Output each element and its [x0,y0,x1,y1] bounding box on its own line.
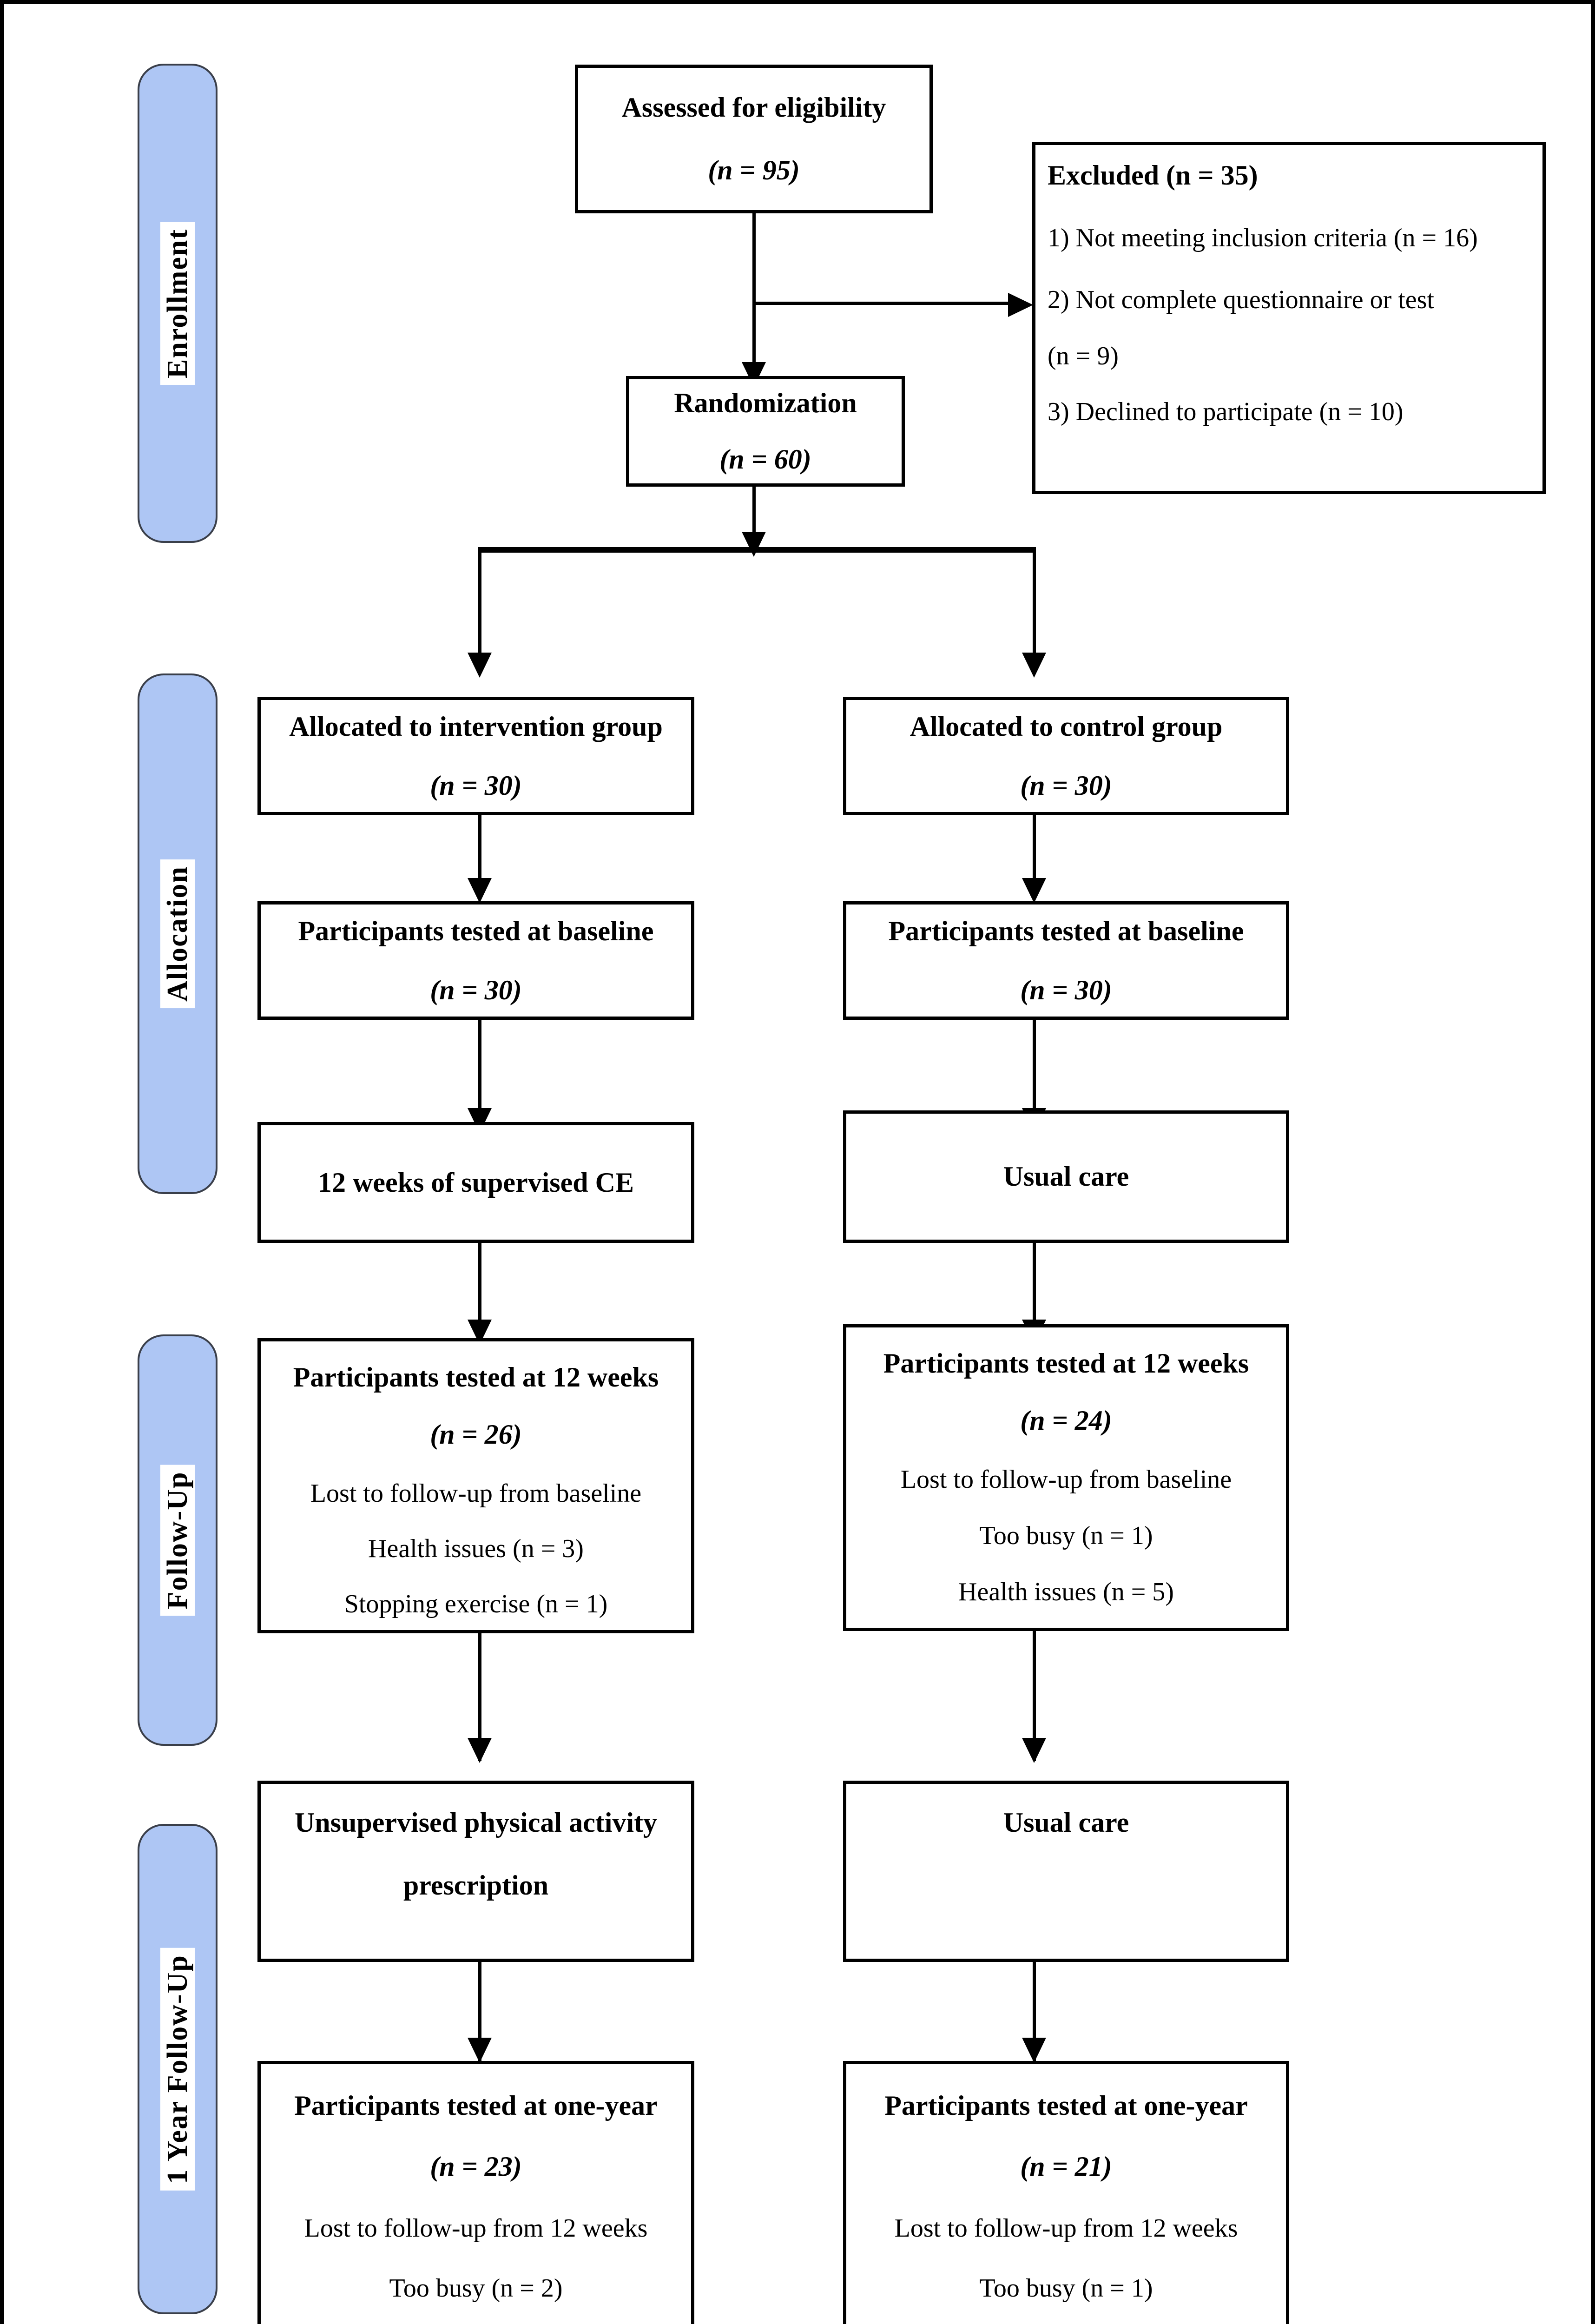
connector-treat-to-week12-right [1033,1243,1036,1343]
excluded-title: Excluded (n = 35) [1048,160,1258,191]
randomization-title: Randomization [674,388,857,418]
arrowhead-randomization-stem [742,532,766,557]
stage-pill-allocation: Allocation [138,673,218,1194]
box-treatment-control: Usual care [843,1110,1289,1243]
week12-intervention-title: Participants tested at 12 weeks [293,1362,659,1393]
oneyear-intervention-lost-header: Lost to follow-up from 12 weeks [304,2214,648,2243]
box-oneyear-control: Participants tested at one-year (n = 21)… [843,2061,1289,2324]
week12-intervention-lost-header: Lost to follow-up from baseline [310,1479,642,1508]
alloc-intervention-n: (n = 30) [430,770,522,801]
connector-split-left [478,550,481,672]
connector-alloc-to-baseline-left [478,815,481,899]
connector-split-bar [478,547,1036,553]
baseline-intervention-title: Participants tested at baseline [298,915,654,946]
week12-control-lost-item-1: Too busy (n = 1) [979,1521,1153,1550]
arrowhead-split-left [468,653,492,678]
stage-label-wrap-followup: Follow-Up [160,1465,195,1616]
arrowhead-week12-to-post-right [1022,1738,1046,1763]
week12-intervention-n: (n = 26) [430,1419,522,1450]
oneyear-control-lost-header: Lost to follow-up from 12 weeks [894,2214,1238,2243]
arrowhead-alloc-to-baseline-left [468,878,492,903]
box-excluded: Excluded (n = 35) 1) Not meeting inclusi… [1032,142,1546,494]
connector-week12-to-post-right [1033,1631,1036,1761]
connector-treat-to-week12-left [478,1243,481,1343]
stage-pill-year1: 1 Year Follow-Up [138,1824,218,2314]
post-control-title: Usual care [1003,1807,1129,1838]
box-oneyear-intervention: Participants tested at one-year (n = 23)… [257,2061,694,2324]
stage-label-wrap-year1: 1 Year Follow-Up [160,1948,195,2191]
connector-post-to-oneyear-right [1033,1962,1036,2062]
stage-label-followup: Follow-Up [160,1465,195,1616]
stage-label-allocation: Allocation [160,859,195,1009]
stage-label-enrollment: Enrollment [160,222,195,385]
connector-baseline-to-treat-right [1033,1020,1036,1130]
week12-intervention-lost-item-2: Stopping exercise (n = 1) [344,1589,608,1618]
excluded-reason-2: 2) Not complete questionnaire or test [1048,285,1434,314]
box-post-intervention: Unsupervised physical activity prescript… [257,1781,694,1962]
alloc-intervention-title: Allocated to intervention group [289,711,663,742]
box-post-control: Usual care [843,1781,1289,1962]
connector-alloc-to-baseline-right [1033,815,1036,899]
post-intervention-title-line2: prescription [403,1870,549,1901]
week12-intervention-lost-item-1: Health issues (n = 3) [368,1534,584,1563]
arrowhead-assessed-to-excluded [1008,293,1033,317]
excluded-reason-1: 1) Not meeting inclusion criteria (n = 1… [1048,224,1478,252]
week12-control-lost-item-2: Health issues (n = 5) [958,1577,1174,1606]
box-treatment-intervention: 12 weeks of supervised CE [257,1122,694,1243]
oneyear-intervention-lost-item-1: Too busy (n = 2) [389,2273,563,2303]
connector-assessed-to-excluded [754,302,1014,305]
assessed-title: Assessed for eligibility [621,92,886,123]
excluded-reason-3: 3) Declined to participate (n = 10) [1048,397,1404,427]
connector-baseline-to-treat-left [478,1020,481,1130]
arrowhead-week12-to-post-left [468,1738,492,1763]
baseline-control-title: Participants tested at baseline [888,915,1244,946]
week12-control-n: (n = 24) [1020,1405,1112,1436]
oneyear-intervention-n: (n = 23) [430,2151,522,2182]
box-randomization: Randomization (n = 60) [626,376,905,487]
post-intervention-title-line1: Unsupervised physical activity [294,1807,658,1838]
week12-control-title: Participants tested at 12 weeks [883,1348,1249,1379]
alloc-control-title: Allocated to control group [910,711,1223,742]
connector-week12-to-post-left [478,1633,481,1761]
stage-pill-followup: Follow-Up [138,1334,218,1746]
connector-assessed-to-randomization [752,213,756,375]
week12-control-lost-header: Lost to follow-up from baseline [900,1465,1232,1494]
arrowhead-split-right [1022,653,1046,678]
excluded-reason-2-count: (n = 9) [1048,341,1119,370]
arrowhead-post-to-oneyear-right [1022,2038,1046,2063]
treat-control-title: Usual care [1003,1161,1129,1192]
baseline-control-n: (n = 30) [1020,974,1112,1005]
oneyear-intervention-title: Participants tested at one-year [294,2090,658,2121]
box-allocated-control: Allocated to control group (n = 30) [843,697,1289,815]
oneyear-control-title: Participants tested at one-year [884,2090,1248,2121]
arrowhead-alloc-to-baseline-right [1022,878,1046,903]
box-week12-intervention: Participants tested at 12 weeks (n = 26)… [257,1338,694,1633]
treat-intervention-title: 12 weeks of supervised CE [317,1167,634,1198]
box-assessed-for-eligibility: Assessed for eligibility (n = 95) [575,65,933,213]
stage-pill-enrollment: Enrollment [138,64,218,543]
connector-post-to-oneyear-left [478,1962,481,2062]
box-week12-control: Participants tested at 12 weeks (n = 24)… [843,1324,1289,1631]
connector-randomization-stem [752,487,756,543]
stage-label-wrap-enrollment: Enrollment [160,222,195,385]
stage-label-year1: 1 Year Follow-Up [160,1948,195,2191]
baseline-intervention-n: (n = 30) [430,974,522,1005]
box-baseline-intervention: Participants tested at baseline (n = 30) [257,901,694,1020]
box-baseline-control: Participants tested at baseline (n = 30) [843,901,1289,1020]
assessed-n: (n = 95) [708,155,800,185]
connector-split-right [1033,550,1036,672]
alloc-control-n: (n = 30) [1020,770,1112,801]
oneyear-control-n: (n = 21) [1020,2151,1112,2182]
oneyear-control-lost-item-1: Too busy (n = 1) [979,2273,1153,2303]
box-allocated-intervention: Allocated to intervention group (n = 30) [257,697,694,815]
randomization-n: (n = 60) [719,444,811,475]
stage-label-wrap-allocation: Allocation [160,859,195,1009]
arrowhead-post-to-oneyear-left [468,2038,492,2063]
